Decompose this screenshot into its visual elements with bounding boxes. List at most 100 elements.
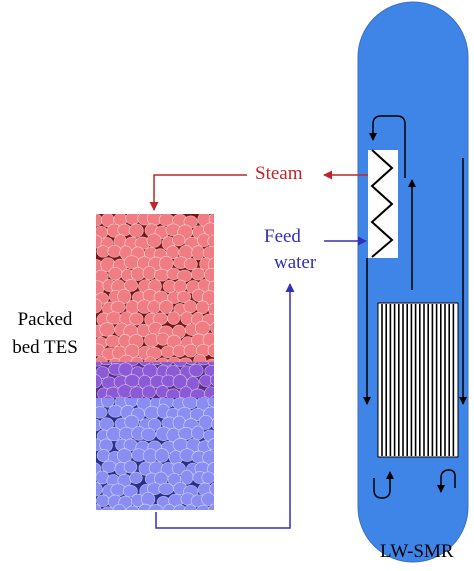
pebble bbox=[96, 298, 103, 314]
pebble bbox=[110, 300, 126, 314]
pebble bbox=[124, 279, 139, 292]
pebble bbox=[160, 345, 175, 359]
pebble bbox=[112, 503, 127, 510]
core-fuel-rods bbox=[381, 304, 455, 456]
pebble bbox=[191, 267, 206, 281]
steam-generator bbox=[368, 150, 398, 258]
cold-pebbles bbox=[96, 398, 214, 510]
pebble bbox=[141, 385, 156, 398]
feed-water-line-from-tes bbox=[155, 283, 295, 529]
hot-pebbles bbox=[96, 214, 214, 362]
pebble bbox=[207, 234, 214, 248]
pebble bbox=[208, 302, 214, 317]
pebble bbox=[204, 267, 214, 283]
pebble bbox=[129, 312, 144, 326]
pebble bbox=[207, 438, 214, 451]
pebble bbox=[207, 343, 214, 358]
pebble bbox=[203, 222, 214, 236]
feed-label-line1: Feed bbox=[264, 226, 301, 247]
pebble bbox=[122, 484, 138, 498]
pebble bbox=[96, 503, 102, 510]
pebble bbox=[172, 233, 186, 247]
pebble bbox=[96, 374, 103, 389]
pebble bbox=[118, 362, 134, 377]
packed-bed-tes bbox=[96, 214, 214, 510]
pebble bbox=[156, 357, 170, 362]
feed-label-line2: water bbox=[274, 252, 317, 273]
pebble bbox=[191, 425, 205, 441]
pebble bbox=[129, 471, 143, 484]
pebble bbox=[173, 504, 187, 510]
pebble bbox=[188, 363, 204, 378]
pebble bbox=[207, 503, 214, 510]
pebble bbox=[210, 322, 214, 334]
pebble bbox=[105, 334, 121, 348]
pebble bbox=[138, 503, 153, 510]
reactor-label: LW-SMR bbox=[380, 541, 454, 562]
pebble bbox=[147, 418, 162, 431]
pebble bbox=[185, 396, 196, 398]
pebble bbox=[201, 471, 214, 485]
pebble bbox=[176, 290, 192, 304]
pebble bbox=[180, 311, 194, 326]
pebble bbox=[197, 362, 211, 366]
pebble bbox=[166, 356, 182, 362]
tes-label-line2: bed TES bbox=[12, 337, 78, 358]
pebble bbox=[106, 311, 122, 325]
pebble bbox=[107, 244, 122, 258]
pebble bbox=[193, 353, 207, 362]
pebble bbox=[140, 491, 156, 507]
pebble bbox=[183, 257, 198, 271]
pebble bbox=[96, 449, 111, 462]
pebble bbox=[209, 374, 214, 386]
pebble bbox=[96, 406, 108, 419]
pebble bbox=[140, 427, 157, 442]
pebble bbox=[183, 343, 198, 358]
pebble bbox=[178, 357, 193, 362]
transition-pebbles bbox=[96, 362, 214, 398]
tes-label-line1: Packed bbox=[17, 309, 73, 330]
flow-arrow-top-loop bbox=[369, 115, 406, 178]
pebble bbox=[103, 395, 114, 398]
pebble bbox=[210, 395, 214, 398]
pebble bbox=[180, 469, 194, 485]
pebble bbox=[143, 356, 158, 362]
pebble bbox=[162, 503, 176, 510]
pebble bbox=[183, 299, 198, 314]
pebble bbox=[130, 267, 146, 281]
pebble bbox=[96, 481, 103, 497]
flow-arrow-bottom-left bbox=[373, 471, 394, 499]
pebble bbox=[114, 396, 123, 398]
pebble bbox=[96, 214, 103, 227]
flow-arrow-bottom-right bbox=[437, 469, 456, 493]
pebble bbox=[183, 504, 197, 510]
pebble bbox=[200, 396, 210, 398]
pebble bbox=[101, 506, 115, 510]
pebble bbox=[195, 300, 210, 315]
pebble bbox=[204, 386, 214, 398]
pebble bbox=[205, 358, 214, 362]
pebble bbox=[108, 266, 123, 281]
pebble bbox=[178, 397, 185, 398]
pebble bbox=[209, 482, 214, 496]
pebble bbox=[207, 398, 214, 408]
pebble bbox=[125, 505, 140, 510]
steam-generator-coil bbox=[370, 149, 394, 258]
pebble bbox=[96, 366, 110, 379]
pebble bbox=[196, 504, 211, 510]
pebble bbox=[154, 448, 170, 463]
pebble bbox=[167, 311, 181, 325]
steam-line-to-tes bbox=[149, 174, 247, 211]
pebble bbox=[142, 265, 156, 281]
pebble bbox=[96, 356, 108, 362]
coolant-flow-arrows bbox=[363, 115, 467, 499]
pebble bbox=[173, 279, 187, 293]
pebble bbox=[100, 398, 115, 408]
steam-label: Steam bbox=[255, 163, 303, 184]
pebble bbox=[108, 357, 122, 362]
pebble bbox=[207, 257, 214, 272]
pebble bbox=[211, 417, 214, 430]
pebble bbox=[99, 322, 116, 337]
